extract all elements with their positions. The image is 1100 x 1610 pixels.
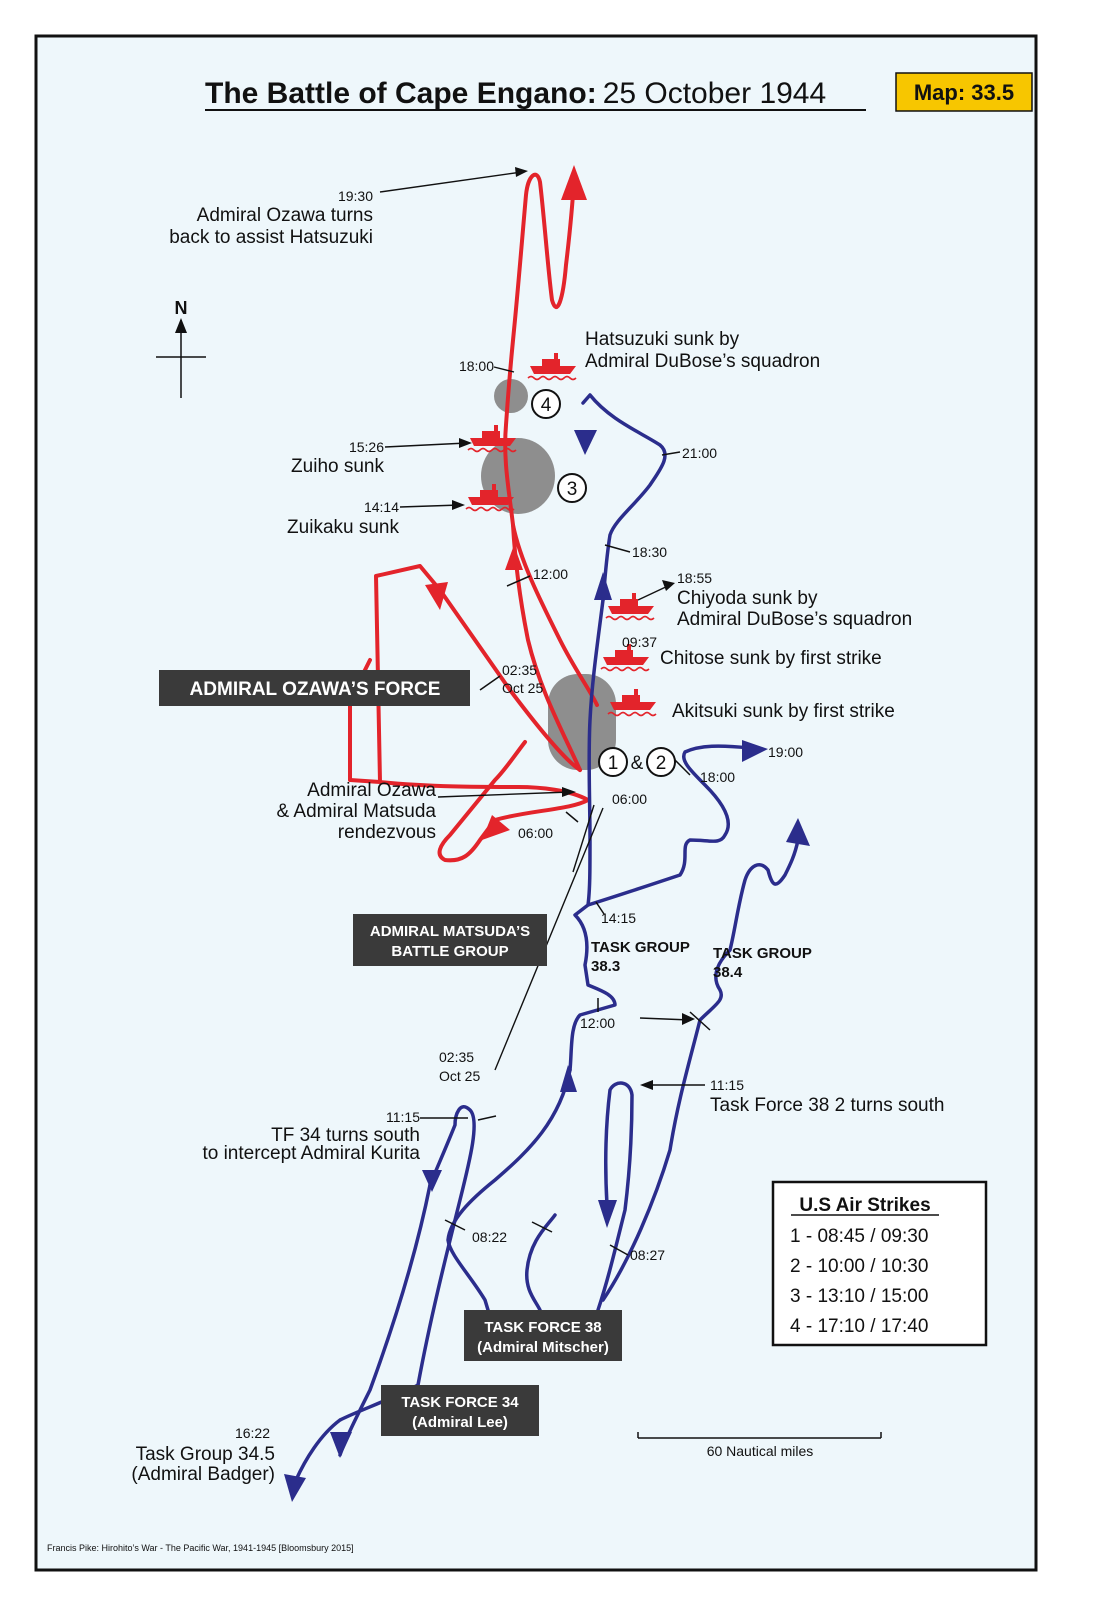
zuikaku-label: Zuikaku sunk [287,517,399,538]
zuiho-label: Zuiho sunk [291,456,384,477]
map-title: The Battle of Cape Engano:25 October 194… [205,77,826,110]
time-1800-red: 18:00 [459,358,494,374]
time-1622: 16:22 [235,1425,270,1441]
strike-marker-3: 3 [567,479,578,500]
matsuda-label-2: BATTLE GROUP [391,943,508,960]
ozawa-turn-label: Admiral Ozawa turns [197,205,373,226]
time-0827: 08:27 [630,1247,665,1263]
north-arrow-icon: N [156,298,206,398]
legend-item: 1 - 08:45 / 09:30 [790,1226,928,1247]
task-group-345-label: Task Group 34.5 [136,1444,275,1465]
tf38-commander: (Admiral Mitscher) [477,1339,609,1356]
ozawa-force-box [159,670,470,706]
time-1830: 18:30 [632,544,667,560]
japanese-tracks [348,172,599,863]
strike-marker-amp: & [631,753,644,774]
rendezvous-label-3: rendezvous [338,822,436,843]
tf38-label: TASK FORCE 38 [484,1319,601,1336]
time-1526: 15:26 [349,439,384,455]
rendezvous-label-2: & Admiral Matsuda [277,801,437,822]
ozawa-turn-label-2: back to assist Hatsuzuki [169,227,373,248]
us-arrowheads [284,430,810,1502]
leader-lines [379,171,705,1119]
tf34-commander: (Admiral Lee) [412,1414,508,1431]
chiyoda-label: Chiyoda sunk by [677,588,818,609]
rendezvous-label: Admiral Ozawa [307,780,436,801]
chitose-label: Chitose sunk by first strike [660,648,882,669]
time-0235-blue: 02:35 [439,1049,474,1065]
time-0235-red: 02:35 [502,662,537,678]
legend-item: 4 - 17:10 / 17:40 [790,1316,928,1337]
matsuda-box [353,914,547,966]
time-2100: 21:00 [682,445,717,461]
scale-bar: 60 Nautical miles [637,1432,882,1459]
strike-marker-2: 2 [656,753,667,774]
tf34-turn-label-2: to intercept Admiral Kurita [202,1143,420,1164]
task-group-345-commander: (Admiral Badger) [131,1464,275,1485]
task-group-384-number: 38.4 [713,964,743,981]
tf34-box [381,1385,539,1436]
air-strikes-legend: U.S Air Strikes 1 - 08:45 / 09:30 2 - 10… [771,1180,988,1347]
oct25-red: Oct 25 [502,680,543,696]
strike-zone-3 [481,438,555,514]
us-tracks [294,393,800,1482]
source-credit: Francis Pike: Hirohito’s War - The Pacif… [47,1543,354,1553]
legend-item: 3 - 13:10 / 15:00 [790,1286,928,1307]
time-1930: 19:30 [338,188,373,204]
legend-item: 2 - 10:00 / 10:30 [790,1256,928,1277]
tf38-box [464,1310,622,1361]
time-1115-tf38: 11:15 [710,1077,744,1093]
matsuda-label: ADMIRAL MATSUDA’S [370,923,530,940]
task-group-383-number: 38.3 [591,958,620,975]
time-1414: 14:14 [364,499,399,515]
japanese-arrowheads [425,165,587,840]
chiyoda-label-2: Admiral DuBose’s squadron [677,609,912,630]
svg-text:N: N [175,298,188,318]
force-labels: ADMIRAL OZAWA’S FORCE ADMIRAL MATSUDA’S … [159,670,622,1436]
oct25-blue: Oct 25 [439,1068,480,1084]
legend-title: U.S Air Strikes [799,1195,930,1216]
tf34-label: TASK FORCE 34 [401,1394,519,1411]
task-group-383-label: TASK GROUP [591,939,690,956]
time-1800-blue: 18:00 [700,769,735,785]
ozawa-force-label: ADMIRAL OZAWA’S FORCE [190,679,441,700]
time-1900: 19:00 [768,744,803,760]
time-1415: 14:15 [601,910,636,926]
time-0600-b: 06:00 [518,825,553,841]
strike-marker-4: 4 [541,395,552,416]
time-1855: 18:55 [677,570,712,586]
time-1200-red: 12:00 [533,566,568,582]
time-1200-blue: 12:00 [580,1015,615,1031]
map-number-tag [895,72,1033,112]
task-group-384-label: TASK GROUP [713,945,812,962]
time-1115-tf34: 11:15 [386,1109,420,1125]
akitsuki-label: Akitsuki sunk by first strike [672,701,895,722]
strike-zone-1-2 [548,674,616,770]
tf38-turn-label: Task Force 38 2 turns south [710,1095,944,1116]
strike-marker-1: 1 [608,753,619,774]
scale-bar-label: 60 Nautical miles [707,1443,814,1459]
hatsuzuki-label: Hatsuzuki sunk by [585,329,740,350]
time-0937: 09:37 [622,634,657,650]
strike-zone-4 [494,379,528,413]
time-0600-a: 06:00 [612,791,647,807]
annotations: 19:30 Admiral Ozawa turns back to assist… [131,188,944,1485]
hatsuzuki-label-2: Admiral DuBose’s squadron [585,351,820,372]
tf34-turn-label: TF 34 turns south [271,1125,420,1146]
time-0822: 08:22 [472,1229,507,1245]
map-number: Map: 33.5 [914,80,1014,105]
